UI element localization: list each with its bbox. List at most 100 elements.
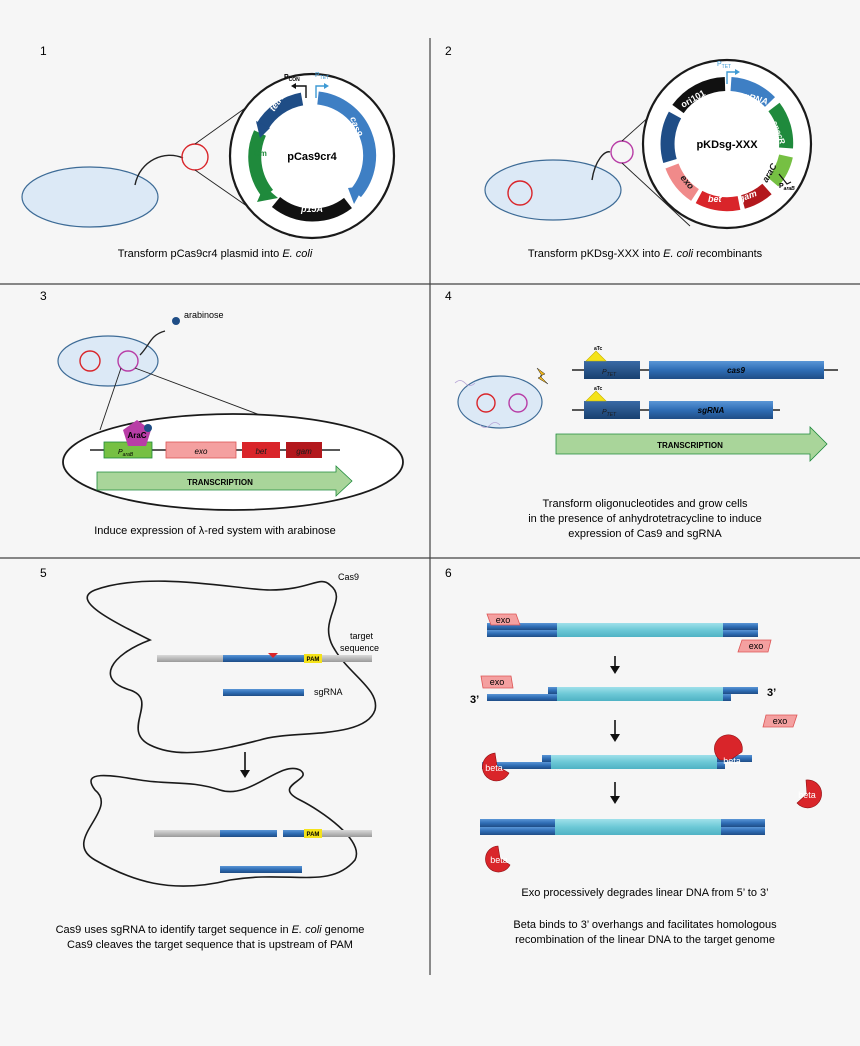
panel-number: 5 [40,566,47,580]
beta-protein [796,779,822,809]
p15a-label: p15A [300,204,323,214]
cm-label: Cm [254,149,267,158]
panel-6: 6 exo exo exo 3’ 3’ exo beta [445,566,822,946]
target-label-1: target [350,631,374,641]
beta-label: beta [798,790,816,800]
ptet-promoter-box-2 [584,401,640,419]
pkdsg-plasmid [660,69,794,212]
exo-label: exo [490,677,505,687]
down-arrow-icon [610,734,620,742]
panel-caption: Induce expression of λ-red system with a… [94,525,336,537]
caption-line: recombination of the linear DNA to the t… [515,934,775,946]
down-arrow-icon [610,796,620,804]
genome-strand [322,655,372,662]
genome-strand [157,655,223,662]
arac-segment [767,154,793,187]
pam-box [304,654,322,663]
beta-protein [485,845,511,873]
pam-label: PAM [307,657,320,663]
cas9-protein-outline [86,580,377,754]
specr-segment [768,102,794,149]
arac-protein [123,420,151,446]
panel-3: 3 arabinose ParaB exo bet gam AraC TRANS… [40,289,404,537]
zoom-line [621,162,691,227]
exo-segment [665,163,700,201]
grid-lines [0,38,860,975]
genome-strand [154,830,220,837]
panel-number: 3 [40,289,47,303]
pcas9cr4-plasmid [248,83,377,222]
plasmid-small [181,143,209,171]
pkdsg-plasmid-small [610,140,634,164]
panel-number: 4 [445,289,452,303]
tetr-segment [256,92,304,131]
panel-caption: Transform pCas9cr4 plasmid into E. coli [118,248,313,260]
gam-segment [740,183,772,209]
operon-zoom-ellipse [62,413,404,511]
arabinose-molecule [172,317,180,325]
exo-label: exo [773,716,788,726]
panel-number: 2 [445,44,452,58]
bet-gene-box [242,442,280,458]
sgrna-strand [220,866,302,873]
gam-gene-box [286,442,322,458]
ecoli-cell [484,159,622,221]
panel-caption: Transform pKDsg-XXX into E. coli recombi… [528,248,763,260]
ecoli-cell [21,166,159,228]
panel-2: 2 PTET ParaB pKDsg-XXX ori101 sgRNA spec… [445,44,813,260]
ecoli-cell [57,335,159,387]
exo-gene-box [165,441,237,459]
transcription-arrow [96,465,353,497]
bet-segment [695,190,741,212]
pam-box [304,829,322,838]
linear-dna-duplex [555,819,721,835]
three-prime-label: 3’ [767,687,776,699]
transcription-label: TRANSCRIPTION [657,441,723,450]
down-arrow-icon [240,770,250,778]
ptet-label-2: PTET [602,409,617,418]
promoter-tet-label: PTET [717,61,731,70]
arab-promoter-label: ParaB [118,449,134,458]
linear-dna-duplex [557,623,723,637]
cas9-protein-outline [82,767,358,887]
ecoli-cell [457,375,543,429]
promoter-con-label: PCON [284,74,300,83]
arac-label: AraC [127,431,146,440]
target-sequence [223,655,304,662]
panel-number: 6 [445,566,452,580]
chromosome-strand [134,154,184,186]
target-label-2: sequence [340,643,379,653]
sgrna-strand [223,689,304,696]
repa-label: repA [675,131,687,151]
repa-segment [660,111,682,163]
cas9-gene-box [649,361,824,379]
panel-1: 1 PCON PTET pCas9cr4 tetR cas9 Cm p15A [21,44,396,260]
caption-line: Exo processively degrades linear DNA fro… [521,887,768,899]
promoter-tet-label: PTET [315,72,329,81]
beta-label: beta [490,855,508,865]
sgrna-gene-box [649,401,773,419]
exo-protein [480,675,514,689]
cleaved-target-left [220,830,277,837]
electroporation-bolt-icon [536,367,549,385]
arabinose-label: arabinose [184,310,224,320]
transcription-label: TRANSCRIPTION [187,478,253,487]
ptet-label-1: PTET [602,369,617,378]
panel-4: 4 aTc PTET cas9 aTc PTET sgRNA TRANSCRIP… [445,289,838,540]
sgrna-gene-label: sgRNA [698,406,725,415]
caption-line: Beta binds to 3’ overhangs and facilitat… [513,919,777,931]
exo-protein [737,639,772,653]
sgrna-segment [730,77,776,108]
cut-site-icon [268,653,278,658]
promoter-ara-label: ParaB [779,183,795,192]
genome-strand [322,830,372,837]
linear-dna-duplex [557,687,723,701]
caption-line: Transform oligonucleotides and grow cell… [542,498,748,510]
caption-line: Cas9 uses sgRNA to identify target seque… [56,924,365,936]
p15a-segment [271,196,352,222]
chromosome-strand [591,151,611,181]
cas9-gene-label: cas9 [727,366,745,375]
exo-protein [486,613,521,626]
bet-gene-label: bet [255,447,267,456]
transcription-arrow [555,426,828,462]
